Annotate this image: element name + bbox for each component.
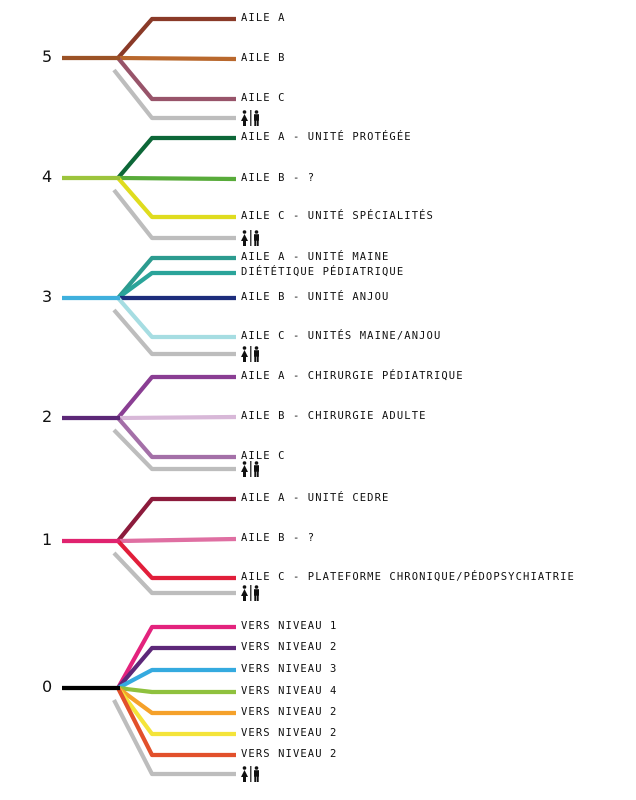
branch-line-2-3 [116, 416, 236, 460]
restroom-line-4 [112, 188, 236, 241]
branch-line-0-5 [116, 686, 236, 716]
branch-line-2-2 [117, 414, 237, 421]
level-number-2: 2 [42, 407, 53, 426]
branch-label-1-3: AILE C - PLATEFORME CHRONIQUE/PÉDOPSYCHI… [241, 571, 575, 583]
branch-line-3-1 [116, 255, 236, 300]
branch-line-2-1 [116, 374, 236, 420]
branch-line-4-2 [117, 175, 237, 182]
branch-label-3-1: AILE A - UNITÉ MAINE [241, 251, 390, 263]
branch-line-0-4 [117, 685, 236, 695]
branch-label-0-6: VERS NIVEAU 2 [241, 727, 338, 739]
branch-label-0-7: VERS NIVEAU 2 [241, 748, 338, 760]
branch-line-1-1 [116, 496, 236, 543]
restroom-icon [240, 766, 262, 782]
restroom-line-5 [112, 68, 236, 121]
branch-label-1-2: AILE B - ? [241, 532, 316, 544]
branch-label-5-2: AILE B [241, 52, 286, 64]
restroom-line-3 [112, 308, 236, 357]
branch-label-2-1: AILE A - CHIRURGIE PÉDIATRIQUE [241, 370, 464, 382]
branch-label-4-2: AILE B - ? [241, 172, 316, 184]
branch-label-0-3: VERS NIVEAU 3 [241, 663, 338, 675]
branch-line-0-1 [116, 624, 236, 690]
restroom-icon [240, 110, 262, 126]
level-number-1: 1 [42, 530, 53, 549]
restroom-icon [240, 230, 262, 246]
branch-label-0-1: VERS NIVEAU 1 [241, 620, 338, 632]
branch-line-4-3 [116, 176, 236, 220]
branch-line-0-3 [117, 667, 236, 690]
restroom-icon [240, 585, 262, 601]
branch-label-2-3: AILE C [241, 450, 286, 462]
level-number-4: 4 [42, 167, 53, 186]
branch-label-0-2: VERS NIVEAU 2 [241, 641, 338, 653]
branch-label-3-3: AILE B - UNITÉ ANJOU [241, 291, 390, 303]
restroom-line-1 [112, 551, 236, 596]
branch-label-5-1: AILE A [241, 12, 286, 24]
restroom-icon [240, 346, 262, 362]
branch-label-0-5: VERS NIVEAU 2 [241, 706, 338, 718]
branch-line-5-3 [116, 56, 236, 102]
branch-label-3-4: AILE C - UNITÉS MAINE/ANJOU [241, 330, 442, 342]
branch-line-5-1 [116, 16, 236, 60]
restroom-line-2 [112, 428, 236, 472]
branch-label-4-3: AILE C - UNITÉ SPÉCIALITÉS [241, 210, 434, 222]
branch-label-5-3: AILE C [241, 92, 286, 104]
restroom-icon [240, 461, 262, 477]
branch-line-5-2 [117, 55, 237, 62]
level-number-3: 3 [42, 287, 53, 306]
branch-line-1-2 [117, 536, 237, 544]
branch-label-0-4: VERS NIVEAU 4 [241, 685, 338, 697]
level-number-5: 5 [42, 47, 53, 66]
branch-line-0-7 [116, 687, 236, 758]
level-number-0: 0 [42, 677, 53, 696]
branch-line-1-3 [116, 539, 236, 581]
branch-line-4-1 [116, 135, 236, 180]
restroom-line-0 [112, 699, 236, 777]
branch-label-3-2: DIÉTÉTIQUE PÉDIATRIQUE [241, 266, 405, 278]
branch-label-4-1: AILE A - UNITÉ PROTÉGÉE [241, 131, 412, 143]
branch-label-1-1: AILE A - UNITÉ CEDRE [241, 492, 390, 504]
branch-line-3-4 [116, 296, 236, 340]
branch-line-0-6 [116, 686, 236, 737]
branch-label-2-2: AILE B - CHIRURGIE ADULTE [241, 410, 427, 422]
branch-line-0-2 [116, 645, 236, 690]
branch-line-3-2 [116, 270, 236, 300]
